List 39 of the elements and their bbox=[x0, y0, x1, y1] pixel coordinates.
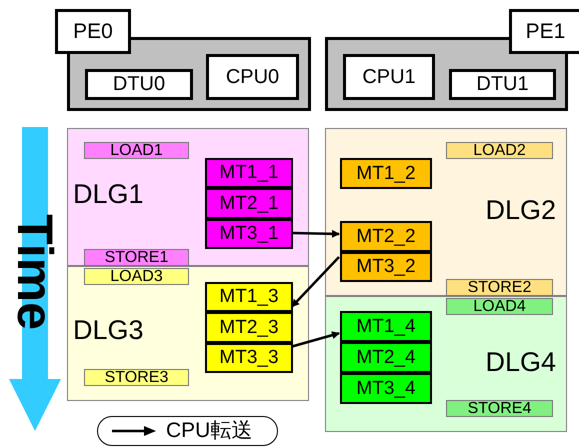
task-box: MT1_4 bbox=[340, 311, 432, 342]
load-bar: LOAD1 bbox=[84, 142, 189, 159]
group-label: DLG4 bbox=[485, 347, 556, 377]
arrow bbox=[291, 256, 340, 308]
task-box: MT1_2 bbox=[340, 158, 432, 189]
unit-box: CPU0 bbox=[206, 54, 299, 100]
task-box: MT1_1 bbox=[205, 158, 293, 188]
task-box: MT3_2 bbox=[340, 252, 432, 282]
store-bar: STORE1 bbox=[84, 249, 189, 266]
arrow bbox=[292, 230, 340, 238]
unit-box: DTU1 bbox=[449, 69, 556, 100]
task-box: MT1_3 bbox=[205, 282, 293, 312]
group-region bbox=[67, 266, 309, 401]
store-bar: STORE4 bbox=[446, 400, 553, 417]
group-label: DLG2 bbox=[485, 195, 556, 225]
group-region bbox=[67, 128, 309, 266]
task-box: MT2_1 bbox=[205, 188, 293, 219]
legend-label: CPU転送 bbox=[166, 419, 252, 443]
task-box: MT2_4 bbox=[340, 342, 432, 373]
panel-tab: PE1 bbox=[509, 9, 579, 54]
task-box: MT3_3 bbox=[205, 343, 293, 373]
panel-tab: PE0 bbox=[55, 9, 131, 54]
task-box: MT3_1 bbox=[205, 219, 293, 249]
arrow bbox=[292, 331, 340, 348]
load-bar: LOAD3 bbox=[84, 268, 189, 285]
unit-box: CPU1 bbox=[343, 54, 435, 100]
load-bar: LOAD2 bbox=[446, 142, 553, 159]
group-region bbox=[325, 296, 567, 432]
time-label: Time bbox=[10, 214, 60, 330]
group-label: DLG3 bbox=[73, 315, 144, 345]
store-bar: STORE3 bbox=[84, 369, 189, 386]
task-box: MT2_2 bbox=[340, 221, 432, 252]
group-label: DLG1 bbox=[73, 179, 144, 209]
group-region bbox=[325, 128, 567, 296]
load-bar: LOAD4 bbox=[446, 298, 553, 315]
task-box: MT2_3 bbox=[205, 312, 293, 343]
store-bar: STORE2 bbox=[446, 279, 553, 296]
task-box: MT3_4 bbox=[340, 373, 432, 404]
unit-box: DTU0 bbox=[85, 69, 193, 100]
